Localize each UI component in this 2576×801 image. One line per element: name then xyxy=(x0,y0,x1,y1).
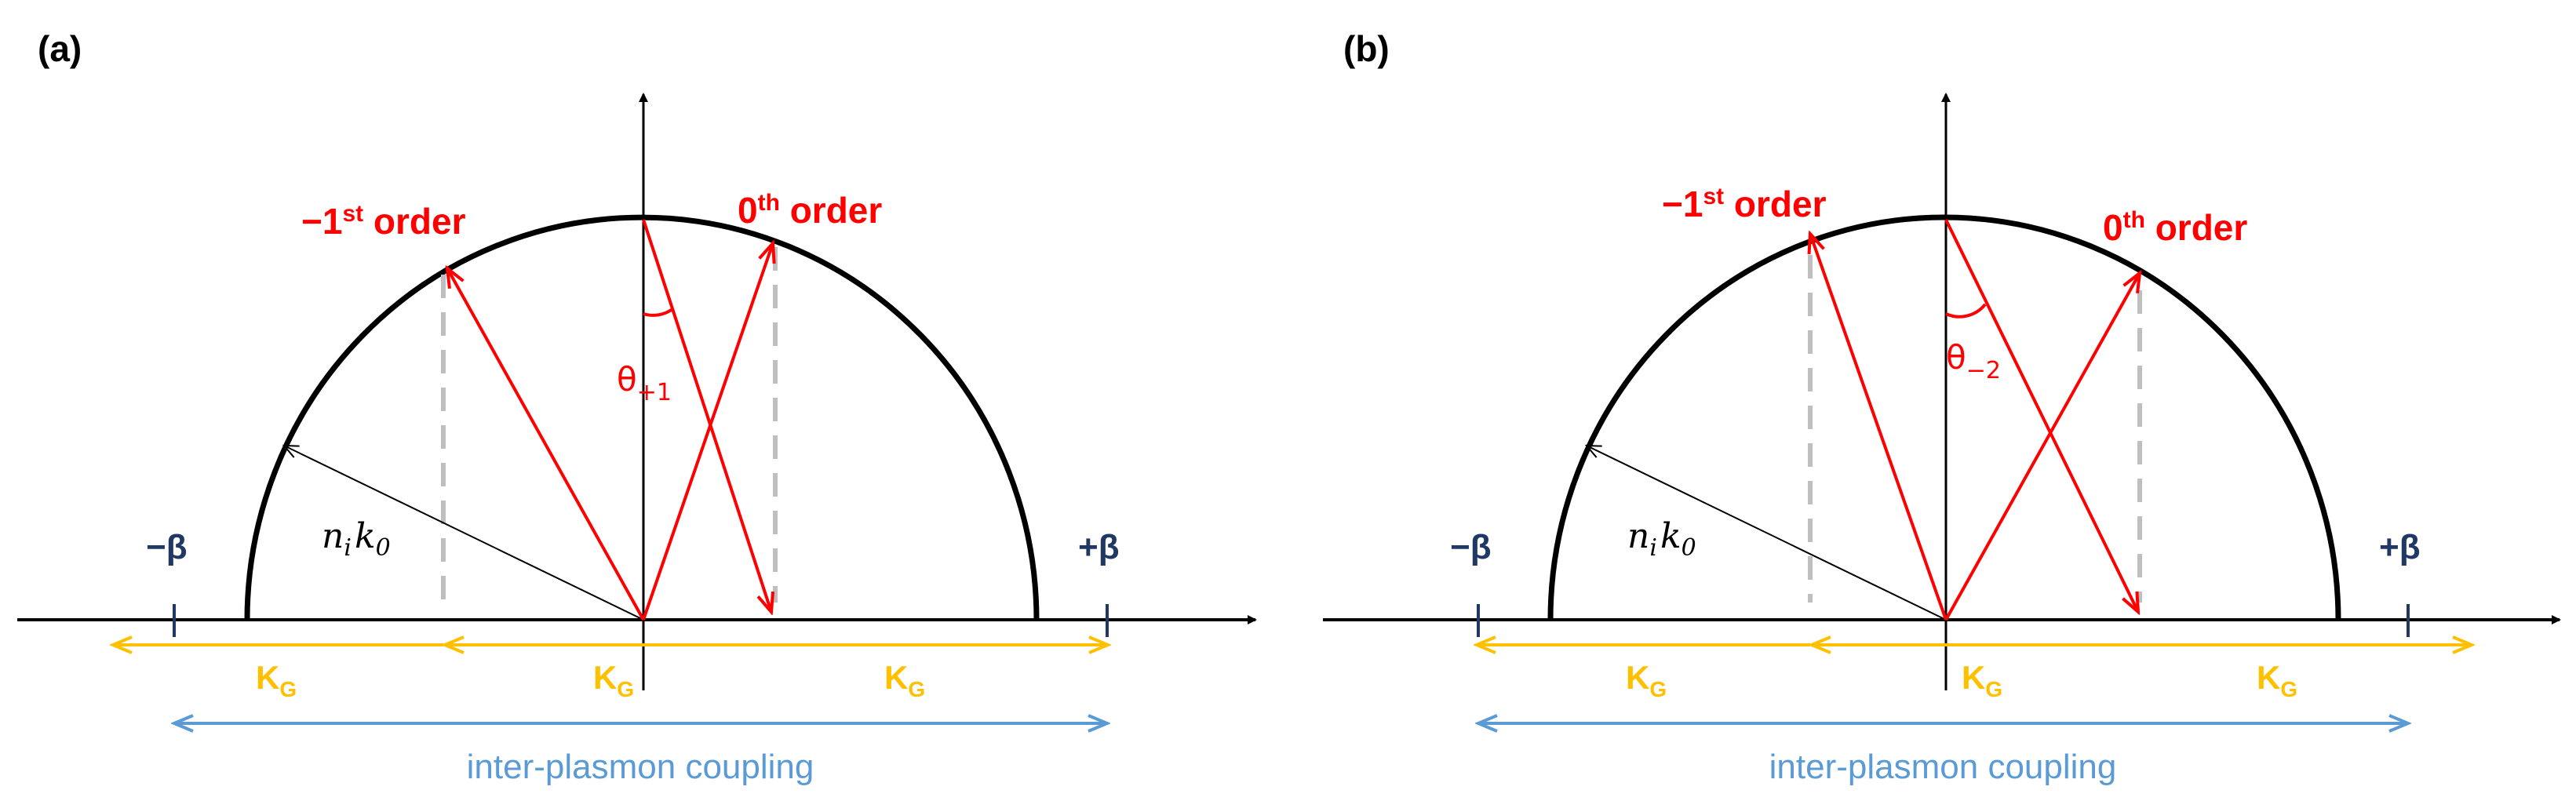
panel-a-semicircle xyxy=(244,214,1040,621)
panel-b-radius-label: nik0 xyxy=(1627,516,1696,562)
panel-a-theta-arc xyxy=(643,308,674,317)
panel-b-ray-minus-first xyxy=(1810,234,1947,621)
panel-b-zeroth-label: 0th order xyxy=(2103,207,2247,248)
panel-a: (a) −1st order 0th order θ+1 nik0 −β +β xyxy=(17,28,1257,786)
panel-b-minus-first-label: −1st order xyxy=(1662,184,1827,224)
panel-a-kg-label-left: KG xyxy=(256,659,297,701)
panel-b-kg-label-left: KG xyxy=(1626,659,1667,701)
panel-a-minus-first-label: −1st order xyxy=(301,201,466,242)
panel-b: (b) −1st order 0th order θ−2 nik0 −β +β … xyxy=(1323,28,2561,786)
panel-a-ray-zeroth xyxy=(642,243,773,621)
panel-a-kg-label-middle: KG xyxy=(593,659,634,701)
panel-a-ray-incident xyxy=(642,219,771,612)
panel-a-coupling-label: inter-plasmon coupling xyxy=(467,748,814,786)
panel-b-plus-beta-label: +β xyxy=(2379,528,2421,566)
panel-b-coupling-label: inter-plasmon coupling xyxy=(1769,748,2117,786)
panel-b-kg-label-right: KG xyxy=(2257,659,2297,701)
panel-b-kg-label-middle: KG xyxy=(1962,659,2002,701)
panel-b-radius-arrow xyxy=(1584,444,1947,621)
panel-a-plus-beta-label: +β xyxy=(1078,528,1120,566)
panel-b-label: (b) xyxy=(1343,28,1390,69)
panel-b-theta-arc xyxy=(1945,303,1987,319)
panel-a-radius-arrow xyxy=(282,444,644,621)
panel-a-label: (a) xyxy=(38,28,82,69)
panel-b-ray-incident xyxy=(1944,219,2138,612)
panel-b-minus-beta-label: −β xyxy=(1450,528,1492,566)
panel-b-semicircle xyxy=(1547,214,2341,621)
panel-a-kg-label-right: KG xyxy=(884,659,925,701)
panel-a-radius-label: nik0 xyxy=(322,516,391,562)
panel-a-ray-minus-first xyxy=(447,268,645,621)
panel-a-zeroth-label: 0th order xyxy=(738,190,882,231)
panel-a-minus-beta-label: −β xyxy=(146,528,188,566)
panel-a-theta-label: θ+1 xyxy=(617,360,672,406)
panel-b-ray-zeroth xyxy=(1944,273,2140,621)
panel-b-theta-label: θ−2 xyxy=(1946,338,2001,384)
